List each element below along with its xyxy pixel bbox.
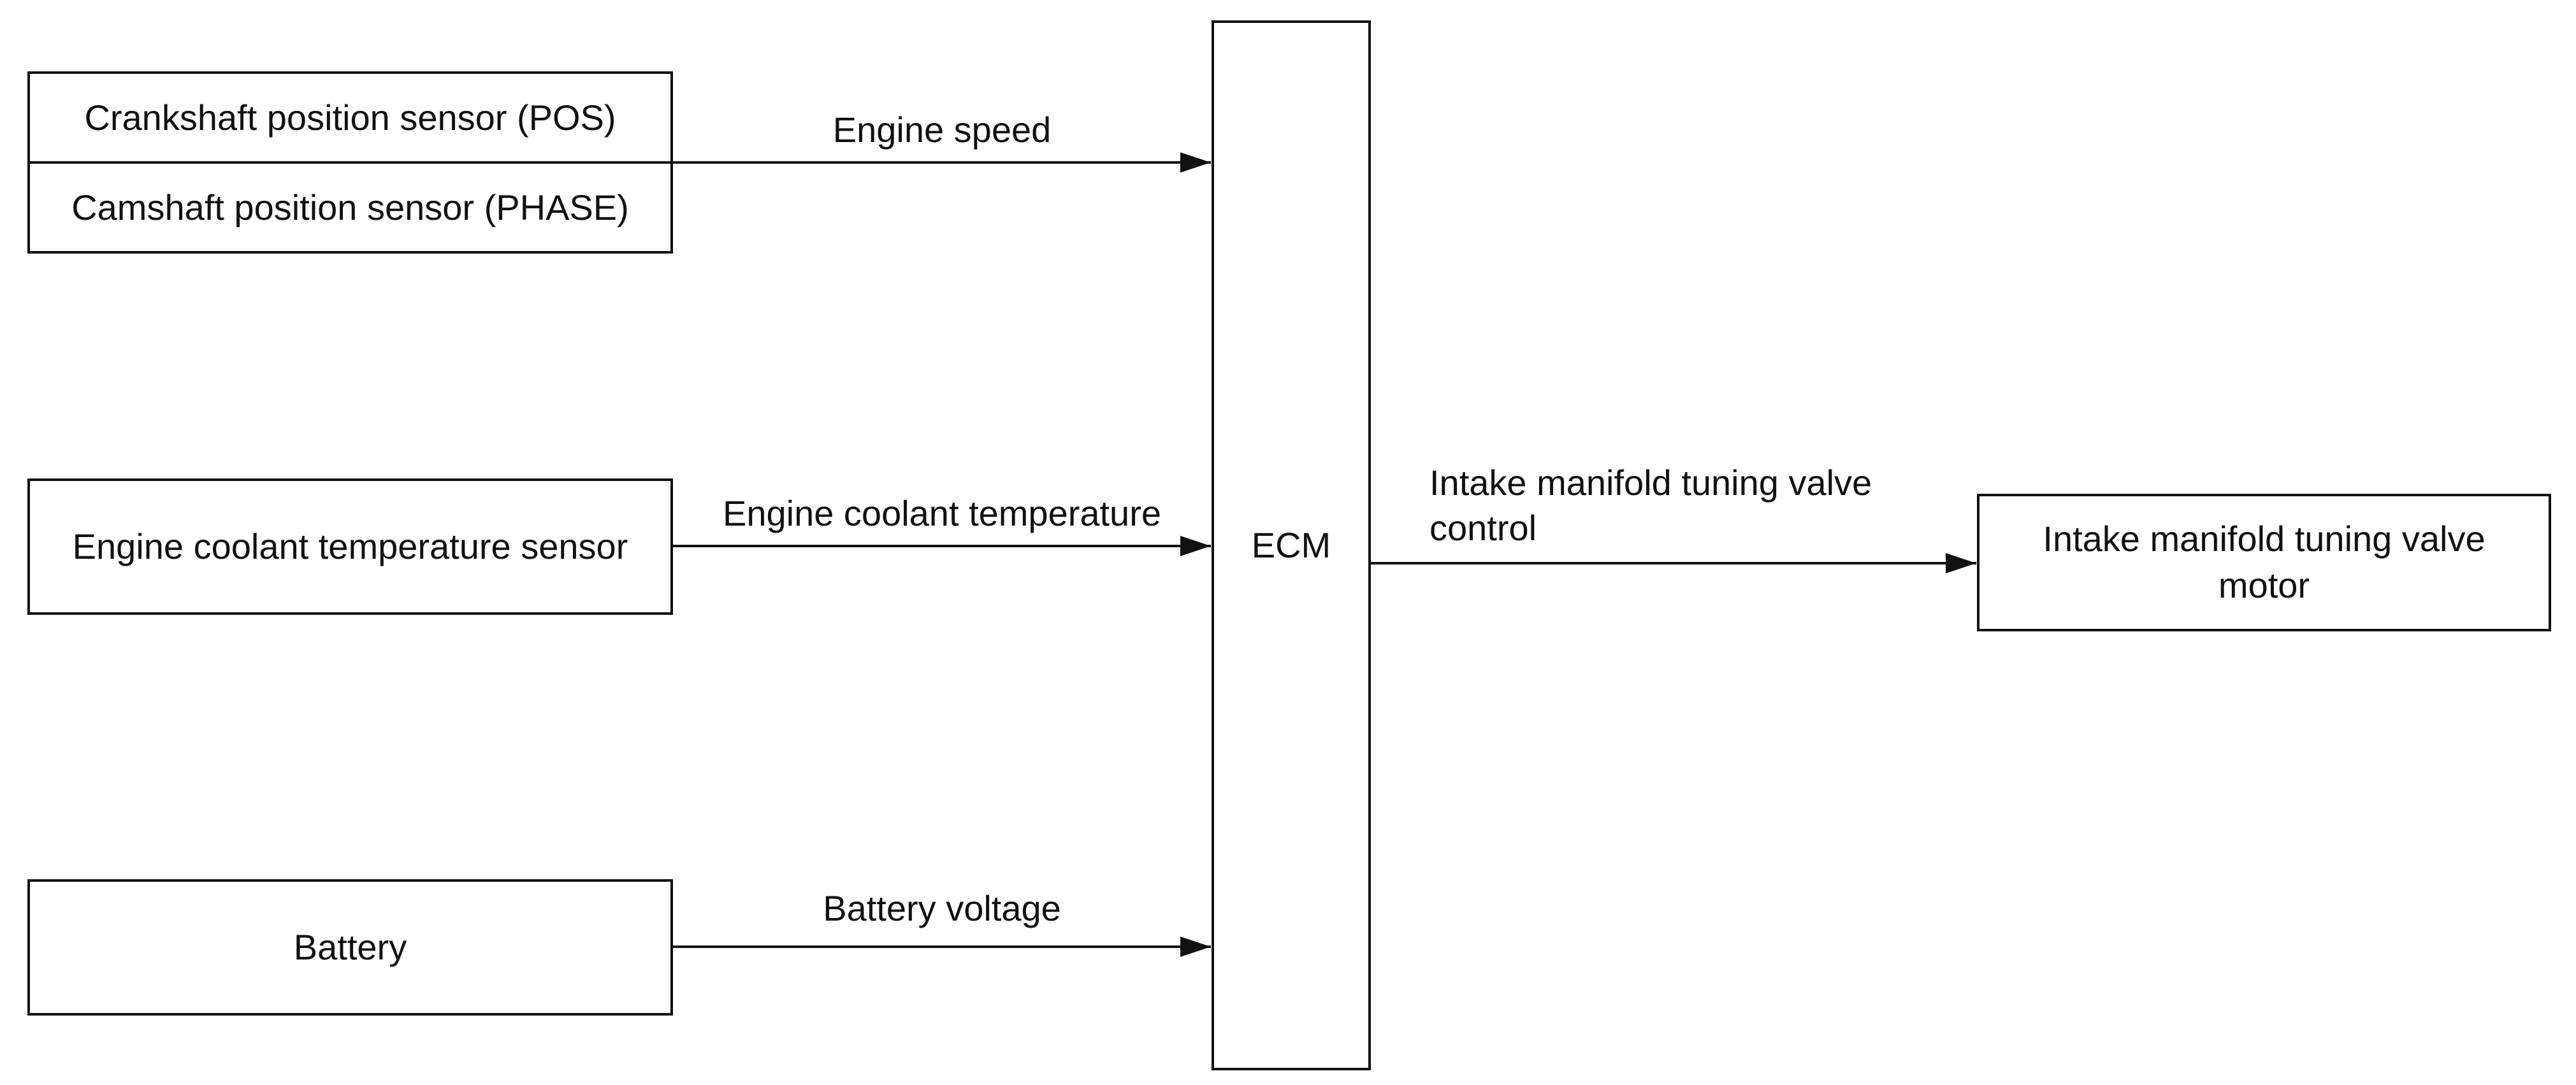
valve-control-label-line1: Intake manifold tuning valve xyxy=(1429,463,1872,503)
engine-speed-label: Engine speed xyxy=(832,110,1052,150)
crankshaft-sensor-label: Crankshaft position sensor (POS) xyxy=(84,97,616,138)
valve-motor-label-line2: motor xyxy=(2218,565,2310,605)
coolant-temp-label: Engine coolant temperature xyxy=(723,493,1161,533)
battery-box: Battery xyxy=(27,879,673,1016)
coolant-sensor-label: Engine coolant temperature sensor xyxy=(72,526,628,566)
valve-control-label-line2: control xyxy=(1429,508,1537,548)
coolant-sensor-box: Engine coolant temperature sensor xyxy=(27,478,673,615)
valve-motor-label-line1: Intake manifold tuning valve xyxy=(2043,519,2486,559)
camshaft-sensor-label: Camshaft position sensor (PHASE) xyxy=(30,161,670,251)
ecm-box: ECM xyxy=(1212,20,1371,1070)
battery-voltage-label: Battery voltage xyxy=(823,888,1061,928)
position-sensors-box: Crankshaft position sensor (POS) Camshaf… xyxy=(27,71,673,254)
ecm-label: ECM xyxy=(1251,524,1331,565)
battery-label: Battery xyxy=(293,926,407,967)
valve-motor-box: Intake manifold tuning valve motor xyxy=(1977,494,2551,631)
